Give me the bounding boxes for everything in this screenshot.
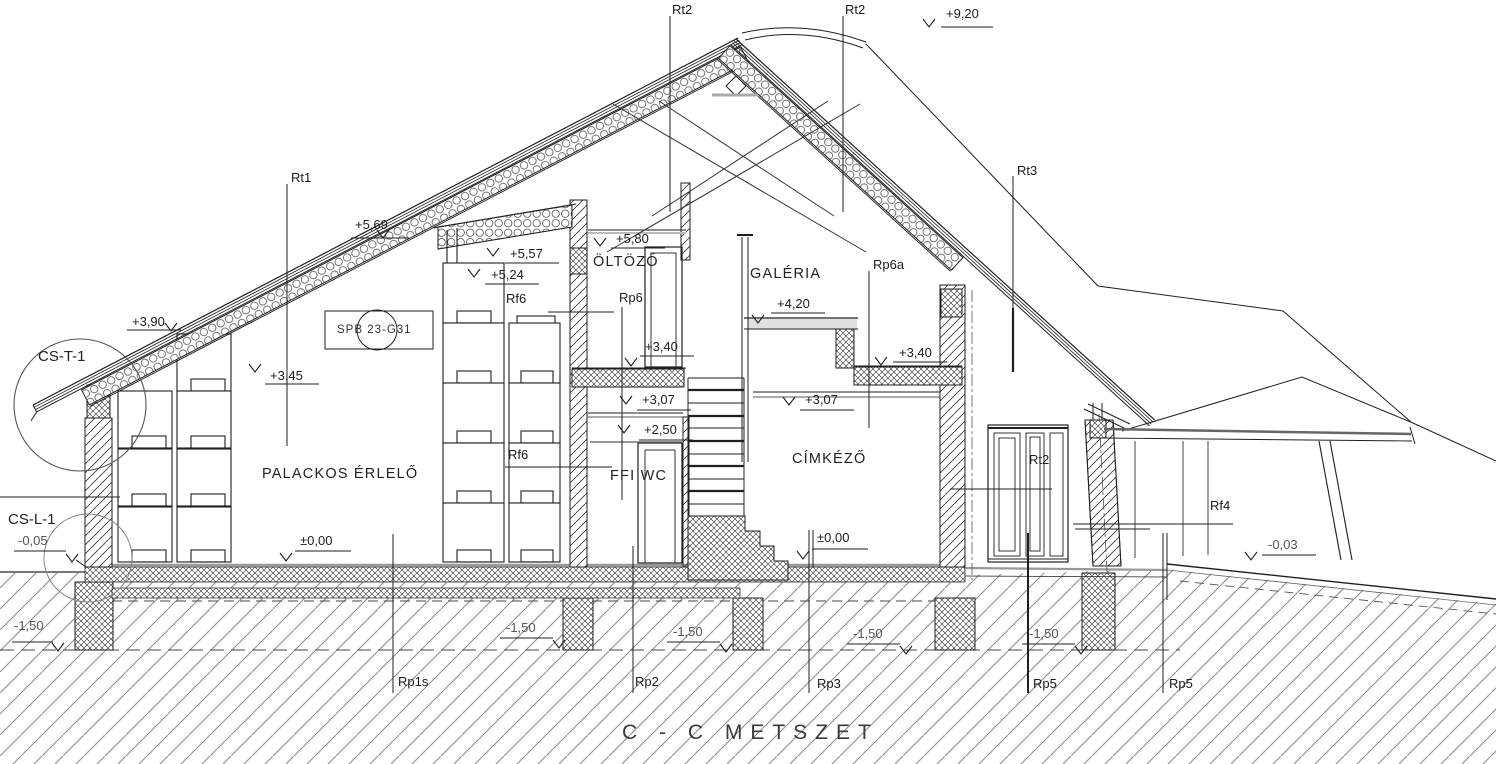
room-label-bottle-aging: PALACKOS ÉRLELŐ — [262, 466, 419, 482]
component-label-rt3: Rt3 — [1017, 163, 1038, 178]
component-label-rf6-lower: Rf6 — [508, 447, 529, 462]
level-label-m005: -0,05 — [18, 533, 48, 548]
foundation-level-label: -1,50 — [14, 618, 44, 633]
component-label-rp5-left: Rp5 — [1033, 676, 1057, 691]
component-label-rt2-left: Rt2 — [672, 2, 693, 17]
roof-left-slope — [30, 37, 750, 421]
panel-code-label: SPB 23-G31 — [337, 324, 412, 336]
foundation-level-label: -1,50 — [853, 626, 883, 641]
level-label-390: +3,90 — [132, 314, 165, 329]
leader-lines — [0, 16, 1233, 693]
veranda-canopy — [1103, 426, 1416, 561]
room-label-gallery: GALÉRIA — [750, 266, 822, 282]
detail-callout-cs-l-1: CS-L-1 — [8, 511, 56, 528]
room-label-labeling: CÍMKÉZŐ — [792, 451, 867, 467]
component-label-rp5-right: Rp5 — [1169, 676, 1193, 691]
level-label-524: +5,24 — [491, 267, 524, 282]
component-label-rp6a: Rp6a — [873, 257, 905, 272]
level-label-m003: -0,03 — [1268, 537, 1298, 552]
level-label-000-left: ±0,00 — [300, 533, 333, 548]
component-label-rp2: Rp2 — [635, 674, 659, 689]
room-label-dressing: ÖLTÖZŐ — [593, 254, 659, 270]
staircase — [687, 234, 789, 581]
level-label-340-right: +3,40 — [899, 345, 932, 360]
level-label-000-right: ±0,00 — [817, 530, 850, 545]
roof-right-slope — [717, 38, 1156, 430]
foundation-level-label: -1,50 — [673, 624, 703, 639]
foundation-level-label: -1,50 — [506, 620, 536, 635]
drawing-title: C - C METSZET — [622, 721, 879, 744]
component-label-rp6: Rp6 — [619, 290, 643, 305]
component-label-rp3: Rp3 — [817, 676, 841, 691]
level-label-557: +5,57 — [510, 246, 543, 261]
level-label-569: +5,69 — [355, 217, 388, 232]
component-label-rf4: Rf4 — [1210, 498, 1231, 513]
bottle-crates — [117, 228, 561, 563]
level-label-307-left: +3,07 — [642, 392, 675, 407]
room-label-mens-wc: FFI WC — [610, 468, 668, 484]
level-label-920: +9,20 — [946, 6, 979, 21]
level-label-420: +4,20 — [777, 296, 810, 311]
interior-slabs — [432, 203, 963, 443]
level-label-250: +2,50 — [644, 422, 677, 437]
component-label-rf6-upper: Rf6 — [506, 291, 527, 306]
detail-callout-cs-t-1: CS-T-1 — [38, 348, 86, 365]
level-label-345: +3,45 — [270, 368, 303, 383]
level-label-340-left: +3,40 — [645, 339, 678, 354]
foundation-level-label: -1,50 — [1029, 626, 1059, 641]
level-markers — [12, 18, 1316, 655]
level-label-580: +5,80 — [616, 231, 649, 246]
component-label-rp1s: Rp1s — [398, 674, 429, 689]
roof-truss — [606, 75, 867, 253]
component-label-rt1: Rt1 — [291, 170, 312, 185]
foundation-piers — [74, 572, 1116, 651]
background-silhouette — [741, 27, 1496, 462]
component-label-rt2-door: Rt2 — [1029, 452, 1050, 467]
component-label-rt2-right: Rt2 — [845, 2, 866, 17]
level-label-307-right: +3,07 — [805, 392, 838, 407]
